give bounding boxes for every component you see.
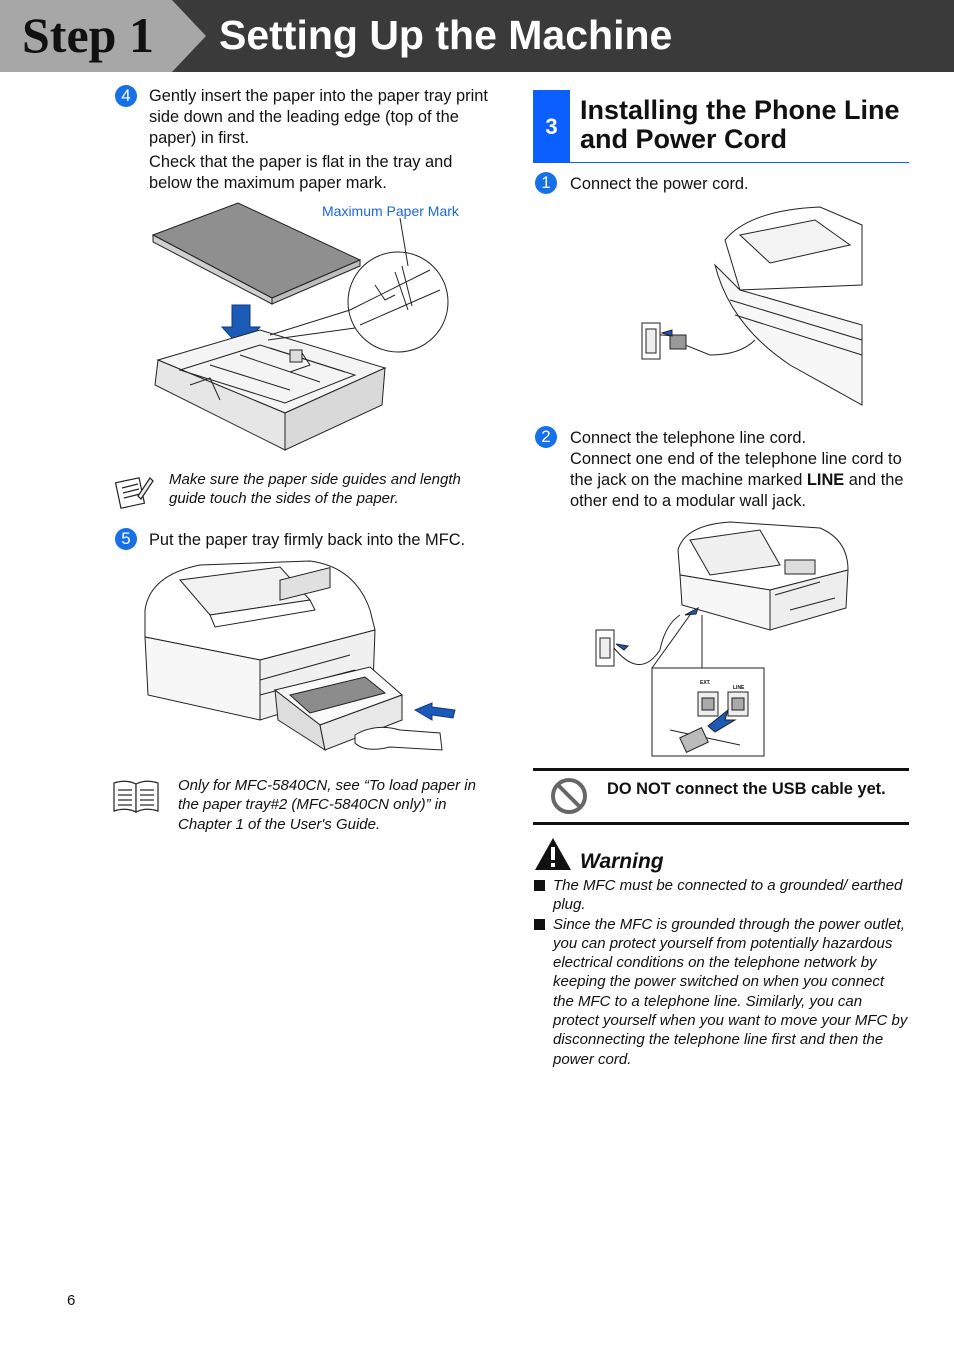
jack-line-label: LINE [733, 685, 745, 691]
power-cord-illustration [641, 206, 863, 406]
step-4-bullet: 4 [115, 85, 137, 107]
mfc-tray-insert-illustration [144, 560, 456, 752]
step-2-paragraph: Connect one end of the telephone line co… [570, 449, 915, 512]
warning-icon [535, 838, 571, 870]
warning-item-2-text: Since the MFC is grounded through the po… [553, 915, 908, 1068]
header-bar [172, 0, 954, 72]
header-step-tab [0, 0, 200, 72]
warning-item-1-text: The MFC must be connected to a grounded/… [553, 877, 903, 914]
paper-tray-illustration [151, 202, 449, 451]
warning-title: Warning [580, 850, 664, 873]
warning-item-1: The MFC must be connected to a grounded/… [533, 876, 909, 915]
step-1-bullet: 1 [535, 172, 557, 194]
bullet-square-icon [534, 880, 545, 891]
book-icon [113, 780, 159, 813]
header-chevron-dark [172, 0, 206, 72]
note-mfc-5840cn: Only for MFC-5840CN, see “To load paper … [178, 777, 476, 833]
jack-ext-label: EXT. [700, 680, 711, 686]
caution-top-rule [533, 768, 909, 771]
warning-item-2: Since the MFC is grounded through the po… [533, 915, 909, 1069]
section-number: 3 [533, 90, 570, 163]
step-1-text: Connect the power cord. [570, 175, 749, 193]
section-title: Installing the Phone Line and Power Cord [580, 96, 900, 154]
max-paper-mark-label: Maximum Paper Mark [322, 203, 459, 219]
caution-text: DO NOT connect the USB cable yet. [607, 780, 886, 798]
warning-list: The MFC must be connected to a grounded/… [533, 876, 909, 1069]
step-4-text-2: Check that the paper is flat in the tray… [149, 153, 453, 192]
note-paper-guides: Make sure the paper side guides and leng… [169, 471, 461, 508]
bullet-square-icon [534, 918, 545, 930]
step-2-bullet: 2 [535, 426, 557, 448]
note-pencil-icon [114, 477, 154, 509]
section-title-line-1: Installing the Phone Line [580, 95, 900, 125]
caution-bottom-rule [533, 822, 909, 825]
page-number: 6 [67, 1292, 76, 1309]
prohibited-icon [551, 778, 587, 814]
step-label: Step 1 [22, 7, 154, 63]
section-title-line-2: and Power Cord [580, 124, 788, 154]
step-5-text: Put the paper tray firmly back into the … [149, 531, 466, 549]
step-4-text: Gently insert the paper into the paper t… [149, 87, 488, 147]
step-2-text-pre: Connect one end of the telephone line co… [570, 450, 902, 489]
telephone-line-illustration [595, 521, 849, 757]
page-title: Setting Up the Machine [219, 12, 673, 58]
step-2-line-1: Connect the telephone line cord. [570, 429, 807, 447]
section-rule [570, 162, 909, 163]
step-2-line-label: LINE [806, 471, 845, 489]
step-2-text-post: and the other end to a modular wall jack… [570, 471, 904, 510]
step-5-bullet: 5 [115, 528, 137, 550]
